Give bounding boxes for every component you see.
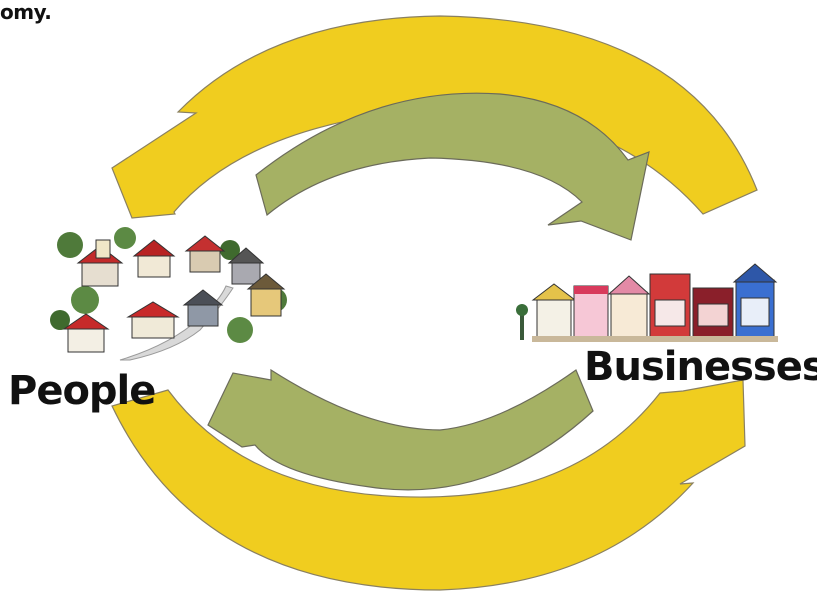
- businesses-label: Businesses: [584, 344, 817, 390]
- inner-top-arrow: [255, 92, 650, 241]
- outer-bottom-arrow: [111, 379, 746, 591]
- inner-bottom-arrow: [207, 368, 594, 491]
- caption-fragment: omy.: [0, 0, 52, 24]
- storefronts-icon: [516, 263, 778, 342]
- people-label: People: [8, 368, 156, 414]
- neighborhood-houses-icon: [50, 227, 287, 361]
